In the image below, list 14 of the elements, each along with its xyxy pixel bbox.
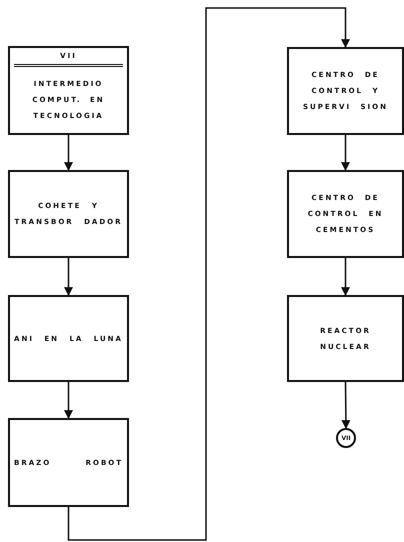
process-box <box>287 170 404 258</box>
process-box <box>8 418 129 507</box>
process-box <box>287 47 404 135</box>
process-box <box>287 295 404 382</box>
process-box <box>8 170 129 258</box>
arrow <box>341 258 350 296</box>
arrow <box>341 382 350 430</box>
arrow <box>64 258 73 296</box>
process-box <box>8 46 129 135</box>
arrow <box>341 135 350 172</box>
arrow <box>68 7 350 541</box>
arrow <box>64 135 73 172</box>
arrow <box>64 382 73 420</box>
process-box <box>8 295 129 382</box>
